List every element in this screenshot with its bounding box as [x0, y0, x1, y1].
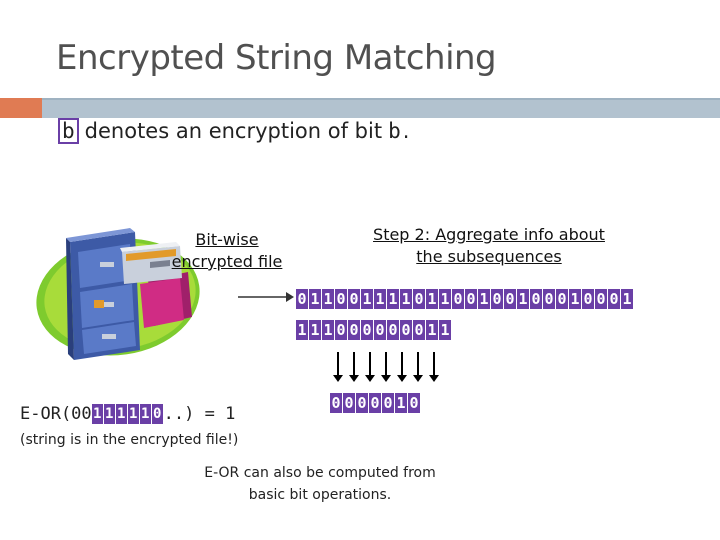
encrypted-bit: 1: [517, 289, 529, 309]
encrypted-bit: 0: [348, 320, 360, 340]
step2-label-line1: Step 2: Aggregate info about: [373, 225, 605, 244]
encrypted-bit: 1: [322, 289, 334, 309]
down-arrow-icon: [413, 352, 423, 382]
encrypted-file-label-line1: Bit-wise: [195, 230, 259, 249]
encrypted-bit: 1: [387, 289, 399, 309]
encrypted-bit: 0: [452, 289, 464, 309]
bullet-text: denotes an encryption of bit: [84, 119, 383, 143]
encrypted-bit: 1: [374, 289, 386, 309]
arrow-icon: [238, 292, 294, 302]
encrypted-bit: 1: [309, 289, 321, 309]
bullet-definition: b denotes an encryption of bit b .: [58, 118, 409, 144]
encrypted-bit: 0: [530, 289, 542, 309]
eor-encrypted-bit: 1: [103, 404, 115, 424]
down-arrow-icon: [381, 352, 391, 382]
encrypted-bit: 0: [387, 320, 399, 340]
encrypted-bit: 1: [309, 320, 321, 340]
encrypted-bit: 0: [504, 289, 516, 309]
down-arrow-icon: [365, 352, 375, 382]
bottom-note-line1: E-OR can also be computed from: [204, 465, 436, 481]
encrypted-bit: 0: [335, 289, 347, 309]
aggregated-bit: 0: [330, 393, 342, 413]
eor-encrypted-bit: 1: [127, 404, 139, 424]
encrypted-bit: 0: [335, 320, 347, 340]
eor-prefix: E-OR(00: [20, 404, 92, 424]
bullet-period: .: [402, 119, 410, 143]
aggregated-bit: 0: [356, 393, 368, 413]
encrypted-bit: 0: [595, 289, 607, 309]
encrypted-bit: 0: [400, 320, 412, 340]
eor-encrypted-bit: 1: [91, 404, 103, 424]
encrypted-bit: 0: [556, 289, 568, 309]
encrypted-bit: 1: [569, 289, 581, 309]
encrypted-bit: 1: [439, 289, 451, 309]
encrypted-bit: 0: [608, 289, 620, 309]
encrypted-bit: 1: [426, 320, 438, 340]
eor-note: (string is in the encrypted file!): [20, 432, 239, 448]
encrypted-bit: 1: [361, 289, 373, 309]
encrypted-bit: 1: [621, 289, 633, 309]
encrypted-file-label: Bit-wise encrypted file: [152, 229, 302, 273]
encrypted-bit: 1: [296, 320, 308, 340]
step2-label-line2: the subsequences: [416, 247, 562, 266]
encrypted-bit: 0: [491, 289, 503, 309]
eor-encrypted-bit: 1: [139, 404, 151, 424]
file-cabinet-icon: [36, 228, 200, 360]
bottom-note-line2: basic bit operations.: [248, 487, 392, 503]
slide-title: Encrypted String Matching: [56, 38, 497, 78]
down-arrow-icon: [397, 352, 407, 382]
eor-encrypted-bit: 1: [115, 404, 127, 424]
encrypted-bit: 1: [478, 289, 490, 309]
aggregated-bit: 0: [408, 393, 420, 413]
down-arrow-icon: [333, 352, 343, 382]
encrypted-bit: 0: [582, 289, 594, 309]
aggregated-bit: 0: [343, 393, 355, 413]
header-bar-line: [42, 98, 720, 100]
encrypted-bit: 0: [465, 289, 477, 309]
eor-suffix: ..) = 1: [163, 404, 236, 424]
encrypted-bit: 1: [400, 289, 412, 309]
step2-label: Step 2: Aggregate info about the subsequ…: [340, 224, 638, 268]
encrypted-bit: 0: [543, 289, 555, 309]
eor-encrypted-bit: 0: [151, 404, 163, 424]
header-bar: [42, 98, 720, 118]
bottom-note: E-OR can also be computed from basic bit…: [190, 462, 450, 506]
encrypted-bit: 0: [413, 320, 425, 340]
encrypted-bit: 1: [426, 289, 438, 309]
encrypted-bit: 0: [374, 320, 386, 340]
encrypted-bit: 0: [296, 289, 308, 309]
encrypted-bit: 0: [348, 289, 360, 309]
plain-bit-symbol: b: [388, 119, 401, 143]
encrypted-bit: 1: [322, 320, 334, 340]
encrypted-bit-symbol: b: [58, 118, 79, 144]
aggregated-bit: 0: [382, 393, 394, 413]
aggregated-bit: 0: [369, 393, 381, 413]
header-accent: [0, 98, 42, 118]
encrypted-file-label-line2: encrypted file: [171, 252, 283, 271]
encrypted-bit: 0: [413, 289, 425, 309]
encrypted-bit: 1: [439, 320, 451, 340]
down-arrow-icon: [349, 352, 359, 382]
down-arrow-icon: [429, 352, 439, 382]
encrypted-bit: 0: [361, 320, 373, 340]
aggregated-bit: 1: [395, 393, 407, 413]
